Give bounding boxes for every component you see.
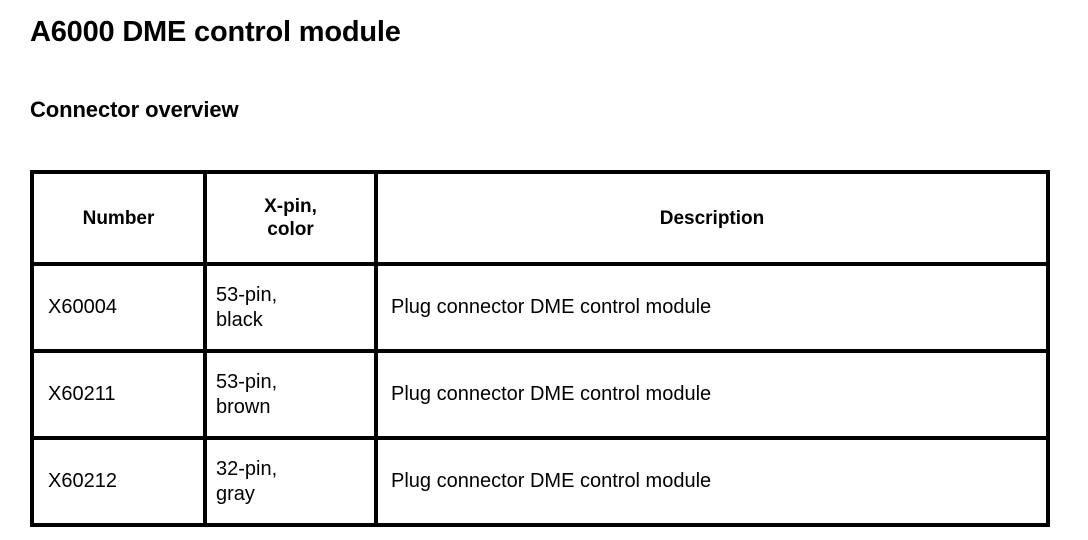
table-row: X60004 53-pin, black Plug connector DME …: [30, 262, 1050, 353]
connector-overview-table: Number X-pin, color Description X60004 5…: [30, 170, 1050, 527]
connector-number-value: X60212: [48, 470, 117, 492]
table-row: X60211 53-pin, brown Plug connector DME …: [30, 349, 1050, 440]
table-header-row: Number X-pin, color Description: [30, 170, 1050, 266]
connector-description-value: Plug connector DME control module: [391, 470, 712, 492]
connector-number-value: X60211: [48, 383, 116, 405]
column-header-number-label: Number: [82, 207, 155, 229]
cell-number: X60212: [30, 436, 207, 527]
column-header-xpin-color-label: X-pin, color: [264, 196, 317, 240]
cell-xpin-color: 53-pin, brown: [203, 349, 378, 440]
table-header: Number X-pin, color Description: [30, 170, 1050, 266]
connector-description-value: Plug connector DME control module: [391, 296, 712, 318]
connector-xpin-color-value: 53-pin, brown: [216, 370, 278, 418]
column-header-description: Description: [374, 170, 1050, 266]
column-header-description-label: Description: [659, 207, 765, 229]
table-row: X60212 32-pin, gray Plug connector DME c…: [30, 436, 1050, 527]
cell-description: Plug connector DME control module: [374, 262, 1050, 353]
section-heading: Connector overview: [30, 97, 239, 122]
cell-description: Plug connector DME control module: [374, 349, 1050, 440]
connector-number-value: X60004: [48, 296, 117, 318]
connector-xpin-color-value: 32-pin, gray: [216, 457, 278, 505]
cell-number: X60004: [30, 262, 207, 353]
connector-description-value: Plug connector DME control module: [391, 383, 712, 405]
cell-xpin-color: 53-pin, black: [203, 262, 378, 353]
column-header-xpin-color: X-pin, color: [203, 170, 378, 266]
cell-number: X60211: [30, 349, 207, 440]
page-title: A6000 DME control module: [30, 16, 401, 48]
column-header-number: Number: [30, 170, 207, 266]
cell-xpin-color: 32-pin, gray: [203, 436, 378, 527]
connector-xpin-color-value: 53-pin, black: [216, 283, 278, 331]
table-body: X60004 53-pin, black Plug connector DME …: [30, 262, 1050, 527]
cell-description: Plug connector DME control module: [374, 436, 1050, 527]
